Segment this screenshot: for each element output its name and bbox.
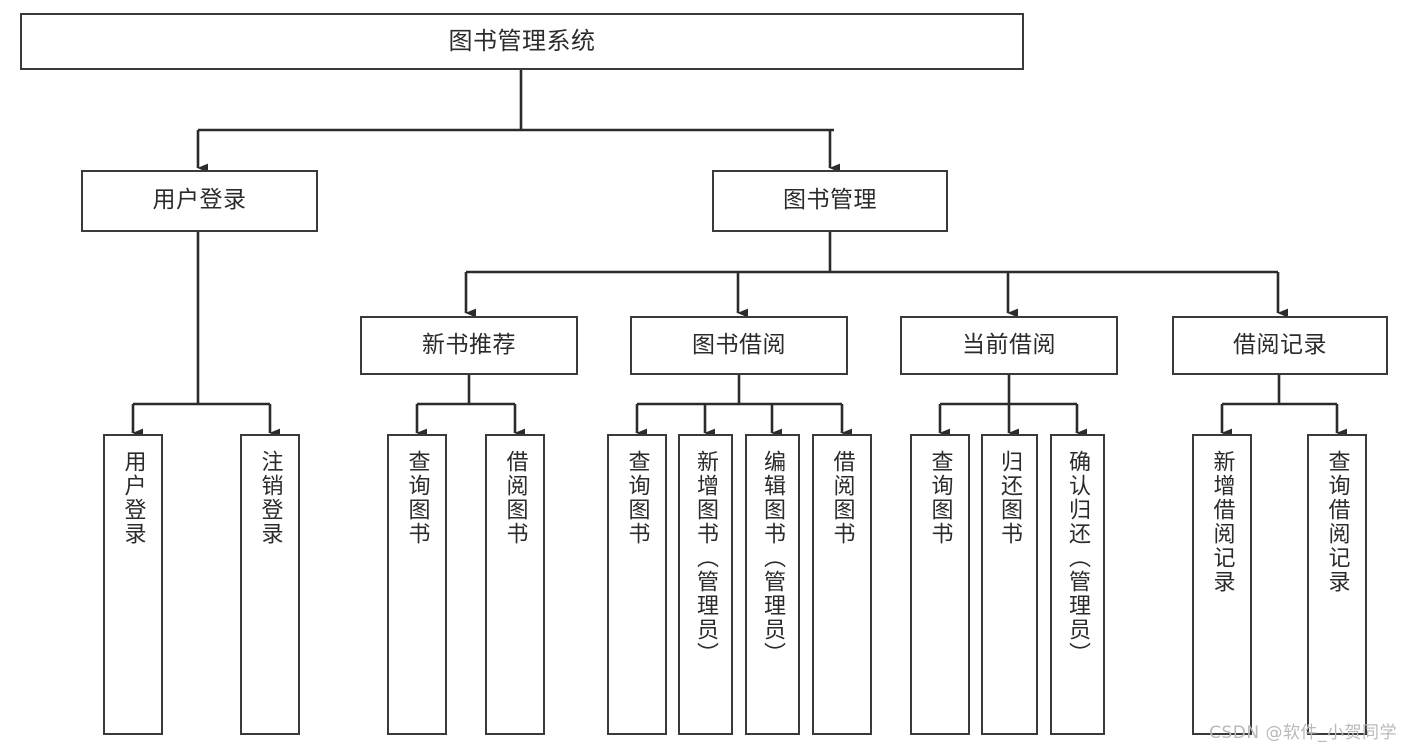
watermark-text: CSDN @软件_小贺同学 — [1209, 723, 1397, 743]
leaf-query-book-current[interactable]: 查询图书 — [910, 434, 970, 735]
node-label: 用户登录 — [120, 450, 146, 546]
node-label: 新书推荐 — [422, 331, 516, 358]
leaf-query-book-recommend[interactable]: 查询图书 — [387, 434, 447, 735]
leaf-confirm-return-admin[interactable]: 确认归还（管理员） — [1050, 434, 1105, 735]
leaf-user-login[interactable]: 用户登录 — [103, 434, 163, 735]
node-label: 图书借阅 — [692, 331, 786, 358]
leaf-add-borrow-record[interactable]: 新增借阅记录 — [1192, 434, 1252, 735]
leaf-query-borrow-record[interactable]: 查询借阅记录 — [1307, 434, 1367, 735]
node-label: 用户登录 — [152, 187, 247, 214]
leaf-borrow-book-borrow[interactable]: 借阅图书 — [812, 434, 872, 735]
node-label: 新增借阅记录 — [1209, 450, 1235, 594]
node-label: 借阅图书 — [829, 450, 855, 546]
node-label: 查询图书 — [404, 450, 430, 546]
node-borrow-record[interactable]: 借阅记录 — [1172, 316, 1388, 375]
node-root-book-management-system[interactable]: 图书管理系统 — [20, 13, 1024, 70]
node-label: 查询图书 — [624, 450, 650, 546]
leaf-logout-login[interactable]: 注销登录 — [240, 434, 300, 735]
node-label: 借阅记录 — [1233, 331, 1327, 358]
node-label: 新增图书（管理员） — [693, 450, 719, 666]
node-label: 查询图书 — [927, 450, 953, 546]
leaf-add-book-admin[interactable]: 新增图书（管理员） — [678, 434, 733, 735]
node-label: 查询借阅记录 — [1324, 450, 1350, 594]
node-label: 归还图书 — [997, 450, 1023, 546]
node-label: 确认归还（管理员） — [1065, 450, 1091, 666]
leaf-edit-book-admin[interactable]: 编辑图书（管理员） — [745, 434, 800, 735]
node-label: 当前借阅 — [962, 331, 1056, 358]
node-label: 借阅图书 — [502, 450, 528, 546]
node-user-login[interactable]: 用户登录 — [81, 170, 318, 232]
leaf-borrow-book-recommend[interactable]: 借阅图书 — [485, 434, 545, 735]
node-label: 图书管理系统 — [448, 27, 596, 56]
node-label: 注销登录 — [257, 450, 283, 546]
leaf-query-book-borrow[interactable]: 查询图书 — [607, 434, 667, 735]
node-book-management[interactable]: 图书管理 — [712, 170, 948, 232]
node-label: 图书管理 — [783, 187, 877, 214]
node-new-book-recommend[interactable]: 新书推荐 — [360, 316, 578, 375]
leaf-return-book[interactable]: 归还图书 — [981, 434, 1038, 735]
node-current-borrow[interactable]: 当前借阅 — [900, 316, 1118, 375]
node-label: 编辑图书（管理员） — [760, 450, 786, 666]
node-book-borrow[interactable]: 图书借阅 — [630, 316, 848, 375]
